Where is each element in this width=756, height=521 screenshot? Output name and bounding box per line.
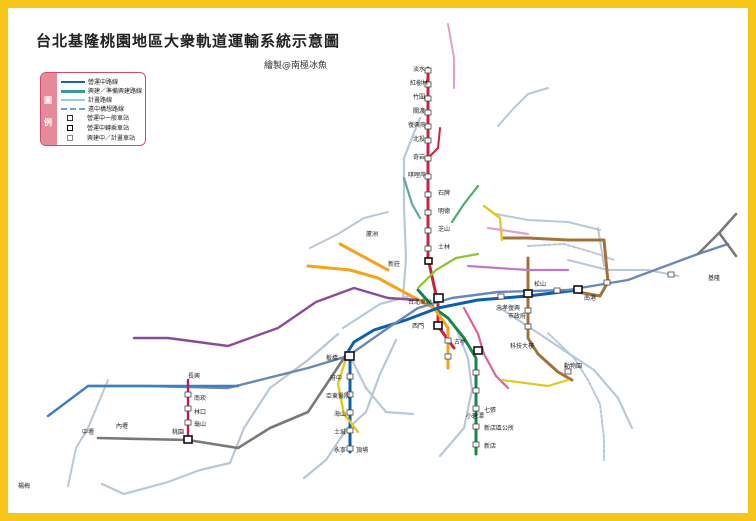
station-label: 永寧 xyxy=(334,446,346,454)
planned-lines xyxy=(67,23,679,496)
legend-label: 營運中轉乘車站 xyxy=(87,125,130,132)
station-label: 市政府 xyxy=(508,312,526,320)
legend-tab-char: 圖 xyxy=(44,96,52,105)
station-label: 明德 xyxy=(438,207,450,215)
legend-item-operating: 營運中路線 xyxy=(61,77,118,86)
station-label: 芝山 xyxy=(438,225,450,233)
station-label: 府中 xyxy=(330,374,342,382)
station-label: 南港 xyxy=(584,294,596,302)
station-label: 基隆 xyxy=(708,274,720,282)
station-label: 台北車站 xyxy=(408,298,432,306)
legend-item-station: 營運中一般車站 xyxy=(61,113,129,122)
station-label: 小碧潭 xyxy=(466,412,484,420)
station-markers xyxy=(183,67,675,452)
legend-tab: 圖 例 xyxy=(41,73,57,145)
legend-swatch xyxy=(61,98,85,101)
station-label: 士林 xyxy=(438,243,450,251)
legend-label: 計畫路線 xyxy=(88,97,113,104)
station-label: 長興 xyxy=(188,372,200,380)
legend-label: 營運中路線 xyxy=(88,79,119,86)
station-label: 亞東醫院 xyxy=(326,392,350,400)
station-label: 關渡 xyxy=(413,107,425,115)
legend-box: 圖 例 營運中路線 興建／準備興建路線 計畫路線 遠中構想路線 營運中一般車站 … xyxy=(40,72,146,146)
station-label: 松山 xyxy=(534,280,546,288)
legend-label: 營運中一般車站 xyxy=(87,115,130,122)
station-label: 竹圍 xyxy=(413,93,425,101)
legend-swatch xyxy=(61,88,85,93)
map-credit: 繪製@南極冰魚 xyxy=(264,61,328,71)
station-label: 科技大樓 xyxy=(510,342,534,350)
legend-swatch xyxy=(67,124,73,131)
legend-swatch xyxy=(61,80,85,83)
station-label: 楊梅 xyxy=(18,482,30,490)
station-label: 新店區公所 xyxy=(484,424,514,432)
station-label: 動物園 xyxy=(564,362,582,370)
station-label: 板橋 xyxy=(326,354,338,362)
station-label: 新莊 xyxy=(388,260,400,268)
station-label: 新店 xyxy=(484,442,496,450)
map-title: 台北基隆桃園地區大衆軌道運輸系統示意圖 xyxy=(36,32,341,50)
station-label: 林口 xyxy=(194,408,206,416)
station-label: 奇岩 xyxy=(413,153,425,161)
station-label: 內壢 xyxy=(116,422,128,430)
legend-item-transfer: 營運中轉乘車站 xyxy=(61,123,129,132)
legend-item-planned-station: 興建中／計畫車站 xyxy=(61,133,135,142)
station-label: 復興崗 xyxy=(408,121,426,129)
legend-label: 遠中構想路線 xyxy=(88,106,125,113)
station-label: 桃園 xyxy=(172,428,184,436)
legend-swatch xyxy=(67,134,73,141)
legend-tab-char: 例 xyxy=(44,118,52,127)
station-label: 中壢 xyxy=(82,428,94,436)
station-label: 石牌 xyxy=(438,189,450,197)
station-label: 西門 xyxy=(412,323,424,330)
station-label: 唭哩岸 xyxy=(408,171,426,179)
legend-swatch xyxy=(67,114,73,121)
station-label: 北投 xyxy=(413,135,425,143)
station-label: 土城 xyxy=(334,428,346,436)
legend-swatch xyxy=(61,107,85,110)
station-label: 龜山 xyxy=(194,420,206,428)
station-label: 紅樹林 xyxy=(410,79,428,87)
station-label: 淡水 xyxy=(413,65,425,73)
legend-item-construction: 興建／準備興建路線 xyxy=(61,86,142,95)
station-labels: 淡水 紅樹林 竹圍 關渡 復興崗 北投 奇岩 唭哩岸 石牌 明德 芝山 士林 台… xyxy=(18,65,720,490)
station-label: 古亭 xyxy=(454,338,466,346)
map-frame: 淡水 紅樹林 竹圍 關渡 復興崗 北投 奇岩 唭哩岸 石牌 明德 芝山 士林 台… xyxy=(8,8,748,513)
legend-item-concept: 遠中構想路線 xyxy=(61,104,124,113)
station-label: 七張 xyxy=(484,406,496,414)
station-label: 忠孝復興 xyxy=(496,304,520,312)
legend-label: 興建／準備興建路線 xyxy=(88,88,143,95)
station-label: 海山 xyxy=(334,410,346,418)
mrt-lines xyxy=(46,66,738,456)
legend-label: 興建中／計畫車站 xyxy=(87,135,136,142)
station-label: 蘆洲 xyxy=(366,230,378,238)
transit-map[interactable]: 淡水 紅樹林 竹圍 關渡 復興崗 北投 奇岩 唭哩岸 石牌 明德 芝山 士林 台… xyxy=(8,8,748,513)
station-label: 頂埔 xyxy=(356,446,368,454)
station-label: 南崁 xyxy=(194,394,206,402)
legend-item-planned: 計畫路線 xyxy=(61,95,112,104)
